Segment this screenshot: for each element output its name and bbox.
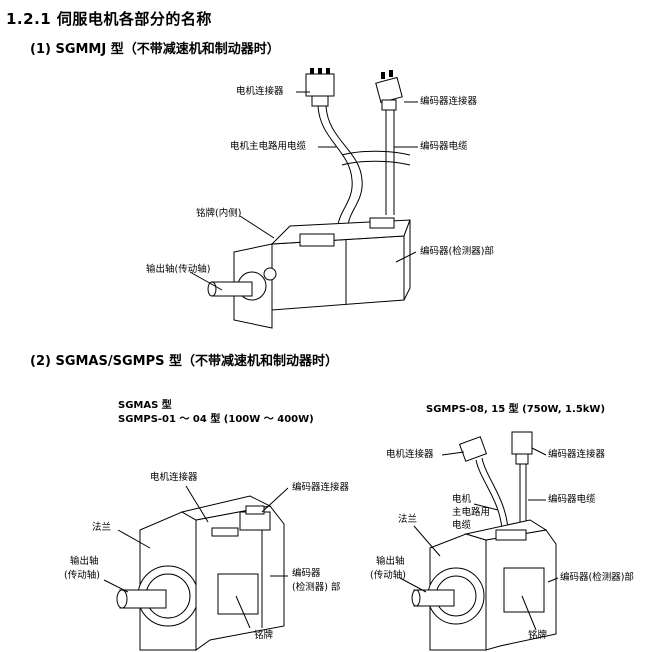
label-left-motor-connector: 电机连接器 — [150, 472, 198, 483]
label-right-nameplate: 铭牌 — [528, 630, 548, 641]
label-left-output-shaft-1: 输出轴 — [70, 556, 99, 567]
label-right-motor-cable-1: 电机 — [452, 494, 472, 505]
sgmps-small-subtitle: SGMPS-01 ～ 04 型 (100W ～ 400W) — [118, 414, 314, 425]
label-encoder-connector: 编码器连接器 — [420, 96, 478, 107]
label-left-nameplate: 铭牌 — [254, 630, 274, 641]
label-left-encoder-connector: 编码器连接器 — [292, 482, 350, 493]
label-right-motor-cable-3: 电缆 — [452, 520, 472, 531]
label-motor-cable: 电机主电路用电缆 — [230, 141, 307, 152]
label-right-encoder-cable: 编码器电缆 — [548, 494, 596, 505]
motor-connector-icon — [305, 68, 335, 107]
label-right-encoder-part: 编码器(检测器)部 — [560, 572, 634, 583]
label-left-flange: 法兰 — [92, 522, 112, 533]
label-right-output-shaft-1: 输出轴 — [376, 556, 405, 567]
label-right-encoder-connector: 编码器连接器 — [548, 449, 606, 460]
label-right-motor-cable-2: 主电路用 — [452, 507, 491, 518]
sgmps-large-motor-drawing — [399, 431, 559, 651]
label-nameplate-inner: 铭牌(内侧) — [196, 208, 242, 219]
label-right-output-shaft-2: (传动轴) — [370, 570, 406, 581]
label-left-output-shaft-2: (传动轴) — [64, 570, 100, 581]
section2-title: (2) SGMAS/SGMPS 型（不带减速机和制动器时） — [30, 354, 338, 369]
label-motor-connector: 电机连接器 — [236, 86, 284, 97]
label-left-encoder-2: (检测器) 部 — [292, 582, 341, 593]
label-encoder-cable: 编码器电缆 — [420, 141, 468, 152]
label-left-encoder-1: 编码器 — [292, 568, 321, 579]
label-right-motor-connector: 电机连接器 — [386, 449, 434, 460]
label-output-shaft: 输出轴(传动轴) — [146, 264, 211, 275]
label-encoder-part: 编码器(检测器)部 — [420, 246, 494, 257]
sgmas-motor-drawing — [103, 485, 289, 651]
section1-title: (1) SGMMJ 型（不带减速机和制动器时） — [30, 42, 280, 57]
sgmps-large-subtitle: SGMPS-08, 15 型 (750W, 1.5kW) — [426, 404, 606, 415]
encoder-connector-icon — [375, 70, 403, 111]
page-heading: 1.2.1 伺服电机各部分的名称 — [6, 10, 212, 28]
label-right-flange: 法兰 — [398, 514, 418, 525]
sgmas-subtitle: SGMAS 型 — [118, 400, 172, 411]
